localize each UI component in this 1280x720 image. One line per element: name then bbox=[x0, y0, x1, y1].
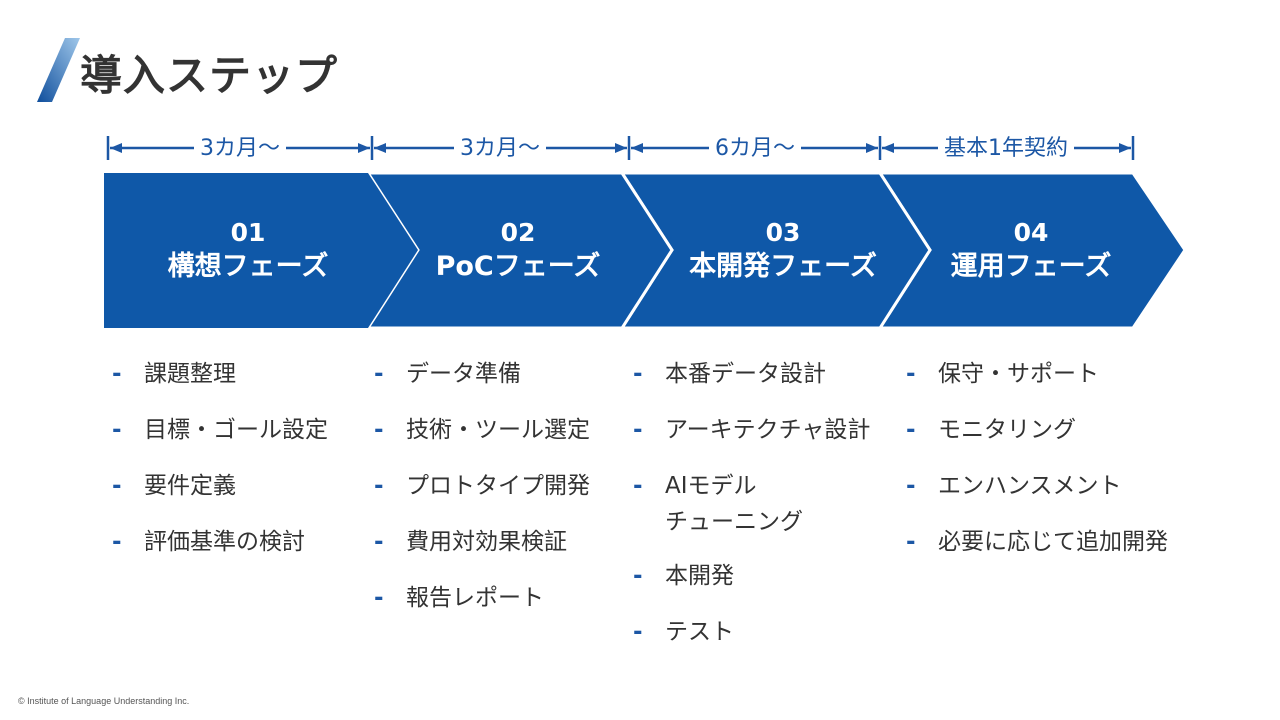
list-item: -本番データ設計 bbox=[633, 360, 870, 389]
phase-1-task-list: -課題整理 -目標・ゴール設定 -要件定義 -評価基準の検討 bbox=[112, 360, 328, 584]
list-item: -課題整理 bbox=[112, 360, 328, 389]
copyright-footer: © Institute of Language Understanding In… bbox=[18, 696, 190, 706]
page-title: 導入ステップ bbox=[80, 51, 339, 100]
dash-bullet: - bbox=[112, 417, 122, 443]
duration-label-1: 3カ月〜 bbox=[194, 133, 286, 165]
dash-bullet: - bbox=[112, 361, 122, 387]
task-label: テスト bbox=[665, 619, 734, 645]
task-label: 保守・サポート bbox=[938, 361, 1099, 387]
task-label: 課題整理 bbox=[144, 361, 236, 387]
dash-bullet: - bbox=[374, 361, 384, 387]
task-label: 要件定義 bbox=[144, 473, 236, 499]
list-item: -エンハンスメント bbox=[906, 472, 1168, 501]
task-label: データ準備 bbox=[406, 361, 521, 387]
duration-label-3: 6カ月〜 bbox=[709, 133, 801, 165]
dash-bullet: - bbox=[374, 529, 384, 555]
phase-4-task-list: -保守・サポート -モニタリング -エンハンスメント -必要に応じて追加開発 bbox=[906, 360, 1168, 584]
dash-bullet: - bbox=[633, 619, 643, 645]
task-label: 評価基準の検討 bbox=[144, 529, 305, 555]
dash-bullet: - bbox=[906, 529, 916, 555]
phase-number: 01 bbox=[230, 218, 266, 247]
phase-header-4: 04 運用フェーズ bbox=[951, 216, 1112, 284]
dash-bullet: - bbox=[374, 473, 384, 499]
list-item: -テスト bbox=[633, 618, 870, 647]
list-item: -プロトタイプ開発 bbox=[374, 472, 590, 501]
dash-bullet: - bbox=[633, 473, 643, 499]
phase-3-task-list: -本番データ設計 -アーキテクチャ設計 -AIモデル チューニング -本開発 -… bbox=[633, 360, 870, 674]
phase-name: 本開発フェーズ bbox=[689, 251, 877, 282]
phase-name: PoCフェーズ bbox=[435, 251, 601, 282]
phase-chevron-1 bbox=[104, 173, 418, 328]
task-label: AIモデル チューニング bbox=[665, 473, 803, 535]
task-label: モニタリング bbox=[938, 417, 1076, 443]
dash-bullet: - bbox=[112, 473, 122, 499]
phase-number: 04 bbox=[1013, 218, 1049, 247]
task-label: プロトタイプ開発 bbox=[406, 473, 590, 499]
dash-bullet: - bbox=[906, 417, 916, 443]
dash-bullet: - bbox=[906, 361, 916, 387]
phase-header-1: 01 構想フェーズ bbox=[168, 216, 329, 284]
phase-header-3: 03 本開発フェーズ bbox=[689, 216, 877, 284]
task-label: アーキテクチャ設計 bbox=[665, 417, 871, 443]
title-accent-bar bbox=[37, 38, 80, 102]
dash-bullet: - bbox=[374, 585, 384, 611]
list-item: -報告レポート bbox=[374, 584, 590, 613]
phase-number: 02 bbox=[500, 218, 536, 247]
list-item: -本開発 bbox=[633, 562, 870, 591]
list-item: -必要に応じて追加開発 bbox=[906, 528, 1168, 557]
dash-bullet: - bbox=[112, 529, 122, 555]
task-label: 費用対効果検証 bbox=[406, 529, 567, 555]
list-item: -データ準備 bbox=[374, 360, 590, 389]
dash-bullet: - bbox=[633, 361, 643, 387]
phase-name: 構想フェーズ bbox=[167, 251, 329, 282]
task-label: 本開発 bbox=[665, 563, 734, 589]
phase-number: 03 bbox=[765, 218, 801, 247]
list-item: -保守・サポート bbox=[906, 360, 1168, 389]
duration-label-4: 基本1年契約 bbox=[938, 133, 1074, 165]
phase-chevrons bbox=[104, 171, 1187, 330]
task-label: 必要に応じて追加開発 bbox=[938, 529, 1168, 555]
dash-bullet: - bbox=[633, 417, 643, 443]
task-label: エンハンスメント bbox=[938, 473, 1122, 499]
task-label: 技術・ツール選定 bbox=[406, 417, 590, 443]
list-item: -アーキテクチャ設計 bbox=[633, 416, 870, 445]
phase-2-task-list: -データ準備 -技術・ツール選定 -プロトタイプ開発 -費用対効果検証 -報告レ… bbox=[374, 360, 590, 640]
dash-bullet: - bbox=[374, 417, 384, 443]
list-item: -費用対効果検証 bbox=[374, 528, 590, 557]
dash-bullet: - bbox=[633, 563, 643, 589]
task-label: 報告レポート bbox=[406, 585, 544, 611]
list-item: -AIモデル チューニング bbox=[633, 468, 870, 540]
list-item: -モニタリング bbox=[906, 416, 1168, 445]
list-item: -目標・ゴール設定 bbox=[112, 416, 328, 445]
list-item: -要件定義 bbox=[112, 472, 328, 501]
dash-bullet: - bbox=[906, 473, 916, 499]
task-label: 本番データ設計 bbox=[665, 361, 826, 387]
phase-header-2: 02 PoCフェーズ bbox=[436, 216, 601, 284]
list-item: -技術・ツール選定 bbox=[374, 416, 590, 445]
phase-name: 運用フェーズ bbox=[950, 251, 1112, 282]
duration-label-2: 3カ月〜 bbox=[454, 133, 546, 165]
list-item: -評価基準の検討 bbox=[112, 528, 328, 557]
task-label: 目標・ゴール設定 bbox=[144, 417, 328, 443]
